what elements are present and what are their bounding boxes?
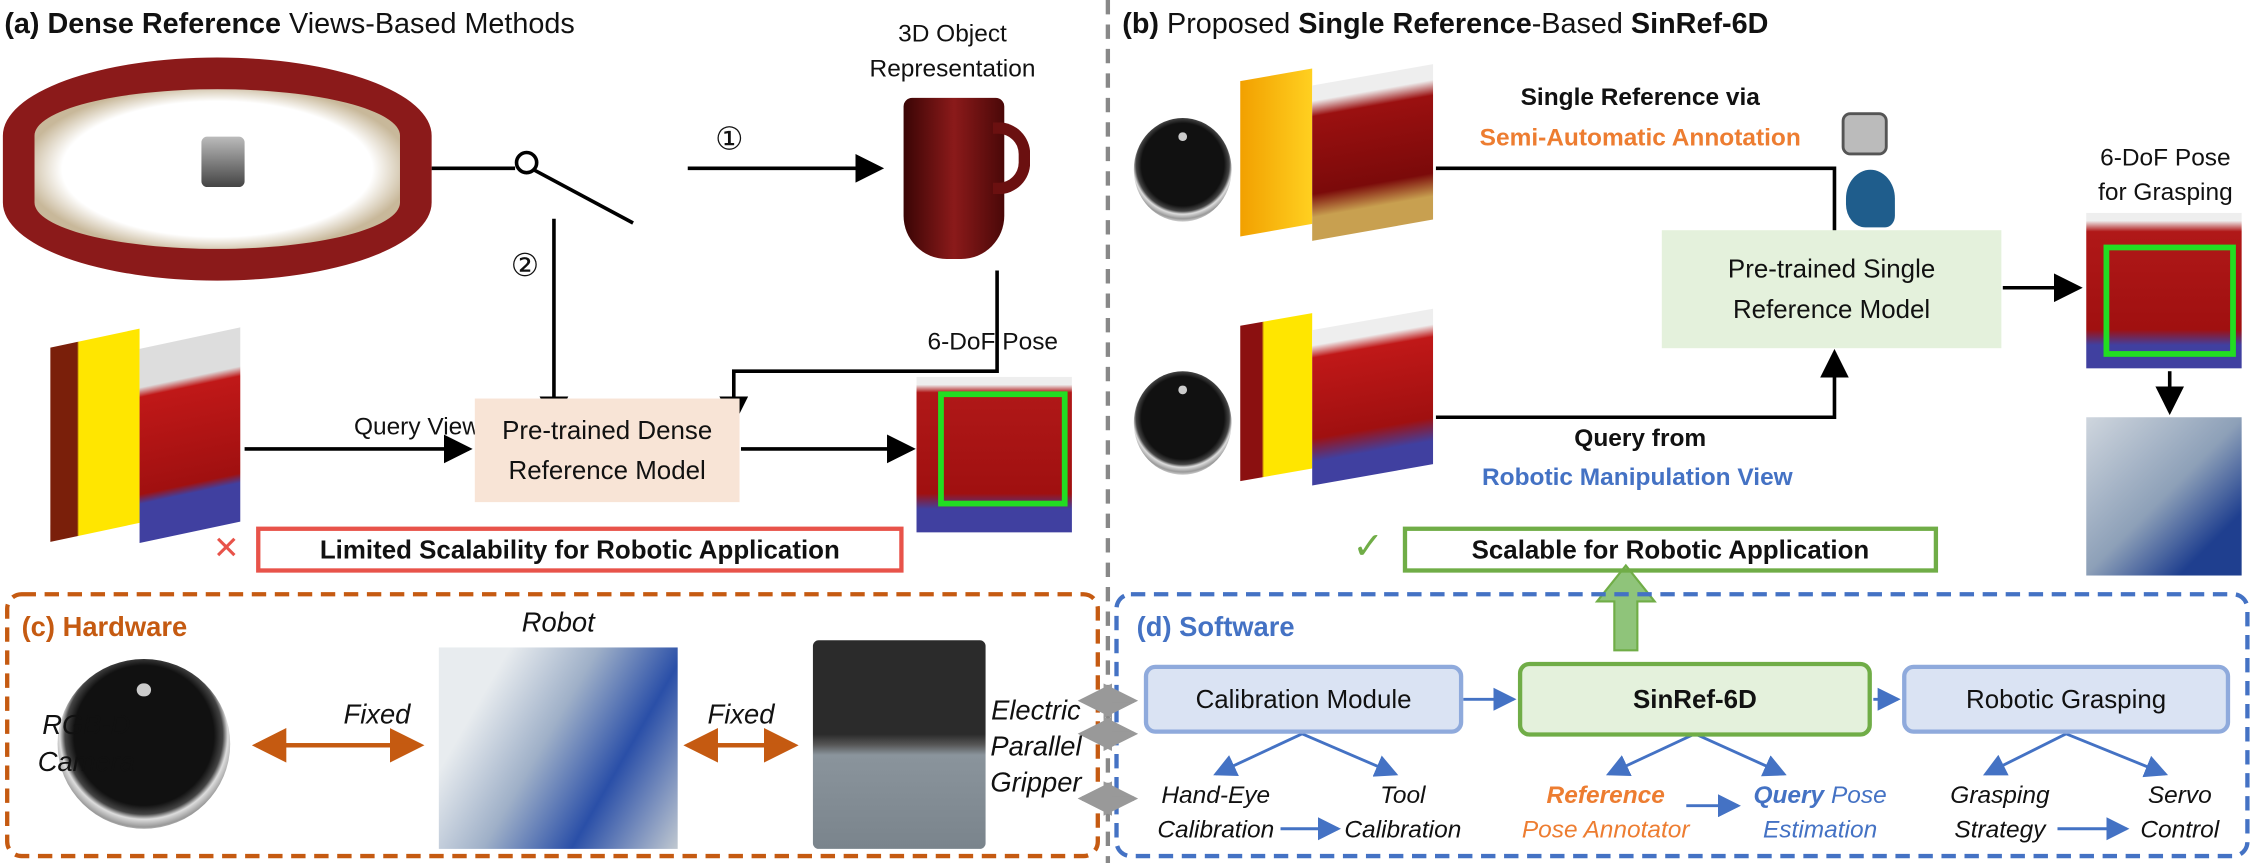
query-from-label: Query from — [1574, 424, 1707, 452]
panel-b-title: (b) Proposed Single Reference-Based SinR… — [1122, 8, 1769, 41]
check-icon: ✓ — [1352, 523, 1384, 567]
robot-arm-image — [438, 647, 678, 849]
robot-label: Robot — [521, 608, 595, 639]
object-in-center-image — [201, 136, 245, 188]
advantage-box: Scalable for Robotic Application — [1402, 526, 1939, 573]
switch-node — [514, 150, 539, 175]
grasping-pose-image — [2086, 212, 2242, 369]
brain-head-icon — [1845, 169, 1895, 228]
3d-mug-model-image — [903, 97, 1005, 259]
panel-a-title: (a) Dense Reference Views-Based Methods — [4, 8, 575, 41]
query-depth-image-b — [1240, 313, 1313, 482]
path-1-label: ① — [715, 120, 744, 157]
reference-depth-image — [1240, 68, 1313, 237]
sinref-6d-box: SinRef-6D — [1517, 661, 1872, 737]
robot-grasping-image — [2086, 417, 2242, 576]
camera-query-image — [1133, 371, 1232, 475]
single-reference-label: Single Reference via — [1520, 83, 1760, 111]
pose-bounding-box — [938, 391, 1068, 507]
hardware-title: (c) Hardware — [21, 612, 188, 644]
calibration-module-box: Calibration Module — [1143, 664, 1464, 734]
query-rgb-image-b — [1312, 308, 1434, 486]
query-depth-image — [50, 328, 140, 542]
rgbd-camera-image — [57, 658, 231, 829]
cross-icon: ✕ — [212, 529, 240, 566]
software-title: (d) Software — [1136, 612, 1295, 644]
robotic-manipulation-view-label: Robotic Manipulation View — [1481, 463, 1793, 491]
6dof-pose-label: 6-DoF Pose — [927, 328, 1059, 356]
fixed-label-2: Fixed — [707, 700, 775, 731]
semi-automatic-annotation-label: Semi-Automatic Annotation — [1479, 123, 1801, 152]
scalability-arrow — [1594, 563, 1657, 652]
query-rgb-image — [139, 327, 241, 544]
grasping-bounding-box — [2103, 244, 2236, 357]
robotic-grasping-box: Robotic Grasping — [1902, 664, 2231, 734]
limitation-box: Limited Scalability for Robotic Applicat… — [256, 526, 904, 573]
fixed-label-1: Fixed — [343, 700, 411, 731]
path-2-label: ② — [510, 247, 540, 284]
mug-handle-image — [992, 122, 1031, 195]
robot-icon — [1841, 112, 1888, 156]
query-view-label: Query View — [353, 412, 480, 441]
camera-reference-image — [1133, 117, 1232, 222]
gripper-image — [812, 640, 986, 849]
reference-rgb-image — [1312, 64, 1434, 241]
